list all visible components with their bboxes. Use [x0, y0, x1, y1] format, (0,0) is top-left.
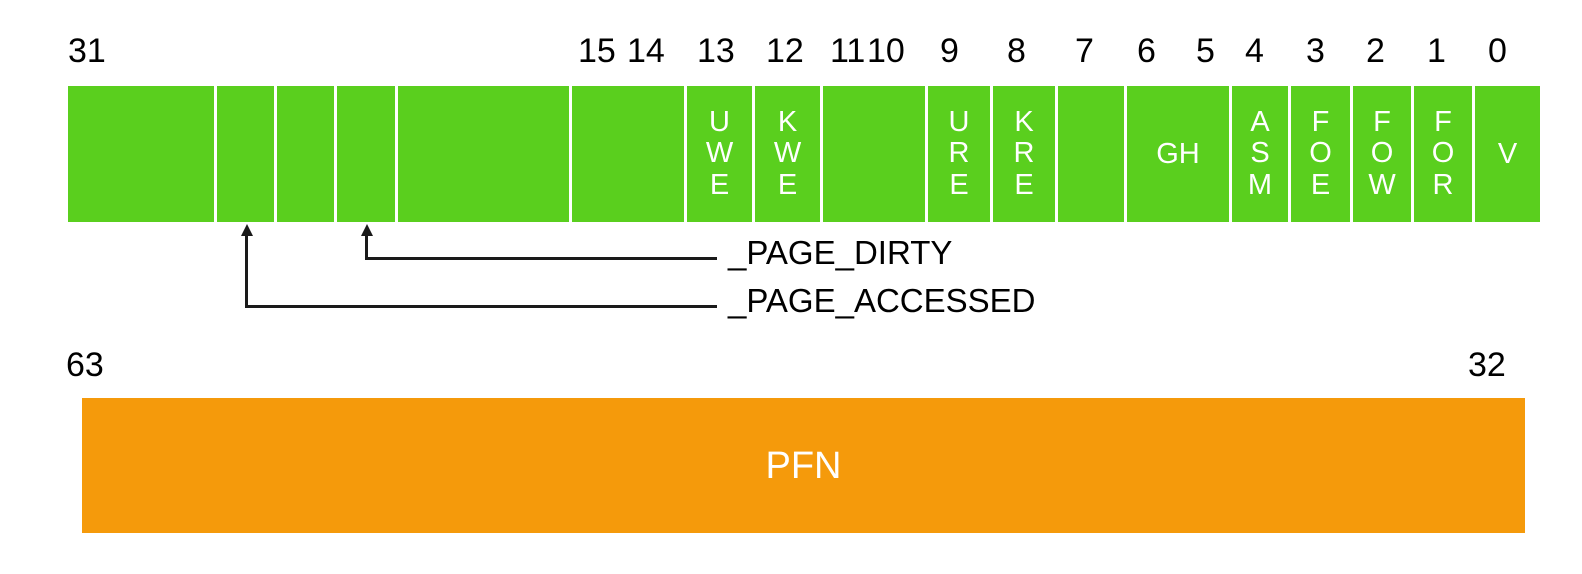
bit-cell-empty-11: [1058, 86, 1124, 222]
bit-index-label-32: 32: [1468, 346, 1506, 384]
bit-cell-label: GH: [1156, 137, 1200, 170]
bit-index-label-3: 3: [1306, 32, 1325, 70]
bit-index-label-31: 31: [68, 32, 106, 70]
high-word-pfn-field: PFN: [82, 398, 1525, 533]
callout-stem-page-dirty: [365, 234, 368, 260]
bit-cell-empty-2: [277, 86, 334, 222]
bit-index-label-15: 15: [578, 32, 616, 70]
bit-index-label-9: 9: [940, 32, 959, 70]
bit-cell-label: V: [1497, 137, 1518, 170]
bit-cell-empty-5: [572, 86, 684, 222]
bit-cell-gh: GH: [1127, 86, 1229, 222]
callout-label-page-accessed: _PAGE_ACCESSED: [728, 282, 1036, 319]
bit-index-label-5: 5: [1196, 32, 1215, 70]
callout-leader-page-dirty: [365, 257, 717, 260]
pfn-label: PFN: [765, 444, 842, 487]
bit-index-label-13: 13: [697, 32, 735, 70]
callout-stem-page-accessed: [245, 234, 248, 308]
bit-cell-empty-0: [68, 86, 214, 222]
callout-arrow-page-accessed: [241, 224, 253, 236]
callout-label-page-dirty: _PAGE_DIRTY: [728, 234, 953, 271]
bit-index-label-10: 10: [867, 32, 905, 70]
bit-cell-empty-8: [823, 86, 925, 222]
bit-index-label-14: 14: [627, 32, 665, 70]
callout-leader-page-accessed: [245, 305, 717, 308]
bit-index-label-7: 7: [1075, 32, 1094, 70]
callout-arrow-page-dirty: [361, 224, 373, 236]
bit-index-label-11: 11: [830, 32, 866, 70]
bit-index-label-0: 0: [1488, 32, 1507, 70]
bit-index-label-1: 1: [1427, 32, 1446, 70]
bit-index-label-63: 63: [66, 346, 104, 384]
bit-cell-empty-3: [337, 86, 395, 222]
bit-index-label-4: 4: [1245, 32, 1264, 70]
bit-index-label-6: 6: [1137, 32, 1156, 70]
bit-cell-empty-1: [217, 86, 274, 222]
bit-index-label-2: 2: [1366, 32, 1385, 70]
bit-cell-empty-4: [398, 86, 569, 222]
bit-index-label-12: 12: [766, 32, 804, 70]
bit-index-label-8: 8: [1007, 32, 1026, 70]
bit-cell-v: V: [1475, 86, 1540, 222]
